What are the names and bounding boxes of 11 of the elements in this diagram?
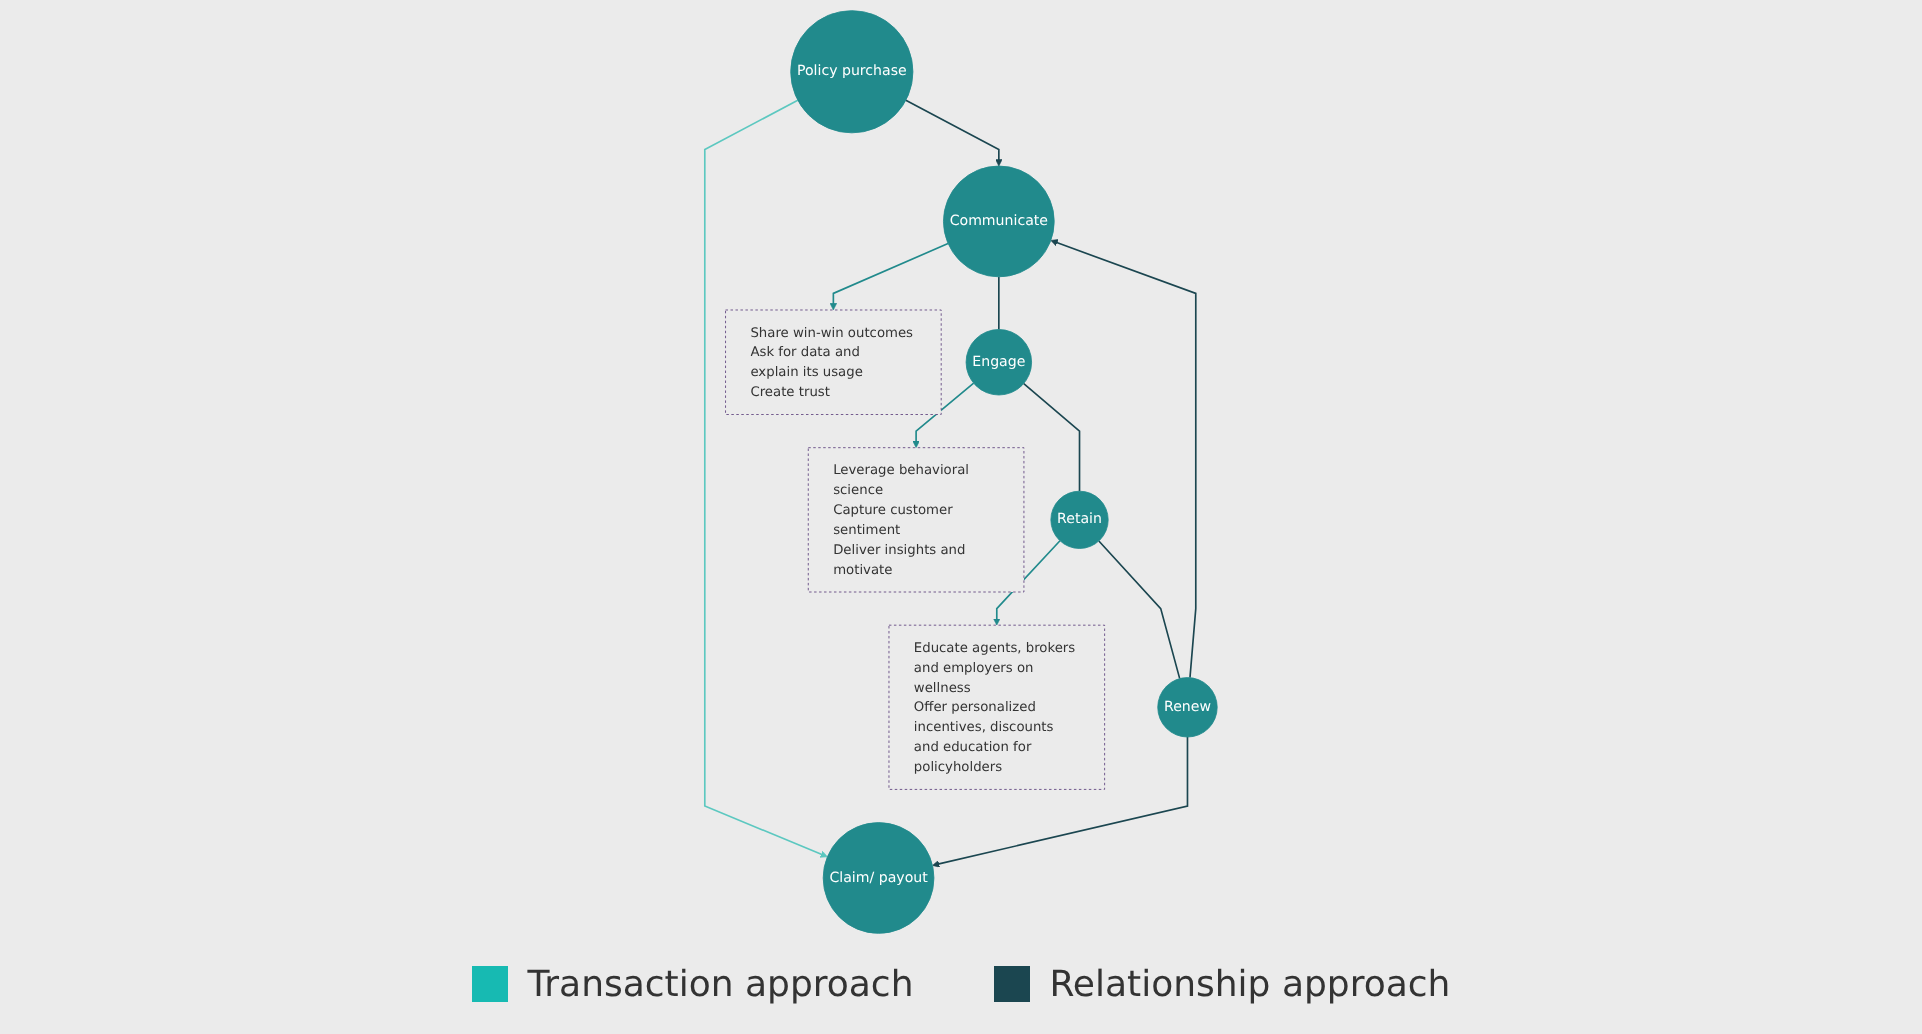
- arrow: [905, 99, 1003, 167]
- arrow: [912, 382, 975, 448]
- connector: [1098, 540, 1181, 680]
- arrow: [829, 242, 949, 311]
- connector: [998, 276, 1000, 331]
- legend-label: Transaction approach: [527, 963, 914, 1005]
- arrow: [1050, 239, 1197, 679]
- connector: [1022, 382, 1081, 492]
- legend-label: Relationship approach: [1049, 963, 1451, 1005]
- arrow: [703, 99, 828, 858]
- arrow: [932, 736, 1189, 868]
